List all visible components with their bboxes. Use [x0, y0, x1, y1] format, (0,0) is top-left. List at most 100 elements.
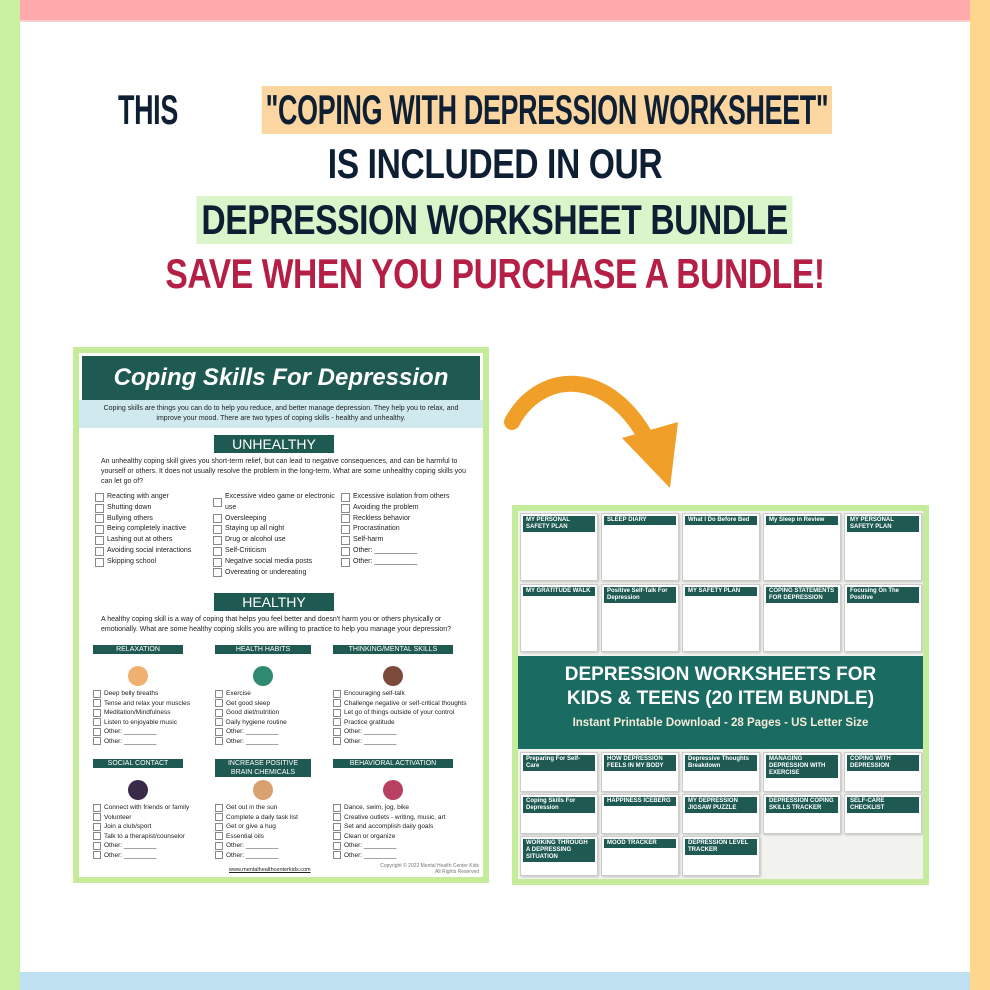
checkbox-label[interactable]: Deep belly breaths: [104, 690, 159, 697]
checkbox-item[interactable]: Avoiding social interactions: [95, 546, 210, 557]
checkbox-label[interactable]: Practice gratitude: [344, 718, 395, 726]
checkbox-item[interactable]: Get or give a hug: [215, 822, 329, 832]
checkbox[interactable]: [93, 718, 101, 727]
checkbox[interactable]: [95, 503, 104, 513]
checkbox-item[interactable]: Self-harm: [341, 535, 471, 546]
checkbox-label[interactable]: Encouraging self-talk: [344, 690, 405, 697]
checkbox[interactable]: [93, 727, 101, 736]
checkbox-item[interactable]: Other: _________: [93, 841, 211, 851]
checkbox-item[interactable]: Daily hygiene routine: [215, 718, 329, 728]
checkbox-label[interactable]: Oversleeping: [225, 514, 267, 522]
checkbox[interactable]: [95, 536, 104, 546]
checkbox-item[interactable]: Meditation/Mindfulness: [93, 708, 211, 718]
checkbox-item[interactable]: Other: _________: [93, 737, 211, 747]
checkbox-label[interactable]: Dance, swim, jog, bike: [344, 804, 410, 811]
checkbox-label[interactable]: Bullying others: [107, 514, 153, 522]
checkbox-label[interactable]: Skipping school: [107, 557, 157, 565]
checkbox-item[interactable]: Other: _________: [93, 727, 211, 737]
checkbox[interactable]: [93, 832, 101, 841]
checkbox-label[interactable]: Good diet/nutrition: [226, 709, 280, 716]
checkbox[interactable]: [333, 832, 341, 841]
checkbox-item[interactable]: Excessive video game or electronic use: [213, 492, 338, 514]
checkbox-item[interactable]: Join a club/sport: [93, 822, 211, 832]
checkbox-label[interactable]: Self-harm: [353, 536, 384, 544]
checkbox[interactable]: [333, 822, 341, 831]
checkbox-label[interactable]: Clean or organize: [344, 832, 396, 840]
checkbox-label[interactable]: Avoiding the problem: [353, 503, 419, 511]
checkbox-item[interactable]: Let go of things outside of your control: [333, 708, 479, 718]
checkbox-item[interactable]: Reacting with anger: [95, 492, 210, 503]
checkbox-label[interactable]: Connect with friends or family: [104, 804, 190, 811]
checkbox-item[interactable]: Lashing out at others: [95, 535, 210, 546]
checkbox[interactable]: [333, 699, 341, 708]
checkbox-label[interactable]: Other: _________: [226, 851, 279, 859]
checkbox-label[interactable]: Complete a daily task list: [226, 813, 298, 821]
checkbox-item[interactable]: Negative social media posts: [213, 557, 338, 568]
checkbox[interactable]: [215, 832, 223, 841]
checkbox[interactable]: [333, 708, 341, 717]
checkbox[interactable]: [213, 498, 222, 508]
checkbox[interactable]: [215, 737, 223, 746]
checkbox[interactable]: [341, 492, 350, 502]
checkbox-label[interactable]: Self-Criticism: [225, 546, 267, 554]
checkbox-item[interactable]: Other: _________: [333, 727, 479, 737]
checkbox-item[interactable]: Other: _________: [215, 851, 329, 861]
checkbox-item[interactable]: Get good sleep: [215, 699, 329, 709]
checkbox-label[interactable]: Creative outlets - writing, music, art: [344, 813, 446, 821]
checkbox-item[interactable]: Drug or alcohol use: [213, 535, 338, 546]
checkbox-label[interactable]: Other: _________: [104, 737, 157, 745]
website-link[interactable]: www.mentalhealthcenterkids.com: [229, 867, 311, 873]
checkbox-label[interactable]: Shutting down: [107, 503, 152, 511]
checkbox[interactable]: [93, 851, 101, 860]
checkbox-item[interactable]: Procrastination: [341, 524, 471, 535]
checkbox[interactable]: [213, 546, 222, 556]
checkbox-item[interactable]: Talk to a therapist/counselor: [93, 832, 211, 842]
checkbox[interactable]: [93, 822, 101, 831]
checkbox-label[interactable]: Other: _________: [104, 728, 157, 735]
checkbox-label[interactable]: Other: ___________: [353, 557, 418, 565]
checkbox-label[interactable]: Other: _________: [344, 851, 397, 859]
checkbox[interactable]: [333, 737, 341, 746]
checkbox-item[interactable]: Other: _________: [333, 851, 479, 861]
checkbox[interactable]: [333, 803, 341, 812]
checkbox[interactable]: [93, 699, 101, 708]
checkbox[interactable]: [213, 525, 222, 535]
checkbox-label[interactable]: Exercise: [226, 690, 251, 697]
checkbox-label[interactable]: Other: _________: [226, 737, 279, 745]
checkbox-label[interactable]: Reckless behavior: [353, 514, 411, 522]
checkbox[interactable]: [215, 822, 223, 831]
checkbox-label[interactable]: Overeating or undereating: [225, 568, 307, 576]
checkbox-label[interactable]: Lashing out at others: [107, 536, 173, 544]
checkbox[interactable]: [95, 525, 104, 535]
checkbox[interactable]: [213, 536, 222, 546]
checkbox-label[interactable]: Other: _________: [104, 842, 157, 849]
checkbox-label[interactable]: Avoiding social interactions: [107, 546, 192, 554]
checkbox[interactable]: [95, 514, 104, 524]
checkbox-label[interactable]: Essential oils: [226, 832, 264, 840]
checkbox-label[interactable]: Reacting with anger: [107, 493, 169, 500]
checkbox-label[interactable]: Other: ___________: [353, 546, 418, 554]
checkbox[interactable]: [341, 514, 350, 524]
checkbox-item[interactable]: Other: _________: [93, 851, 211, 861]
checkbox-label[interactable]: Other: _________: [104, 851, 157, 859]
checkbox-item[interactable]: Essential oils: [215, 832, 329, 842]
checkbox-item[interactable]: Other: _________: [333, 841, 479, 851]
checkbox[interactable]: [341, 536, 350, 546]
checkbox[interactable]: [93, 689, 101, 698]
checkbox[interactable]: [215, 708, 223, 717]
checkbox-item[interactable]: Deep belly breaths: [93, 689, 211, 699]
checkbox-label[interactable]: Other: _________: [344, 737, 397, 745]
checkbox[interactable]: [333, 813, 341, 822]
checkbox[interactable]: [93, 803, 101, 812]
checkbox-label[interactable]: Get out in the sun: [226, 804, 278, 811]
checkbox-item[interactable]: Exercise: [215, 689, 329, 699]
checkbox-item[interactable]: Other: ___________: [341, 546, 471, 557]
checkbox-label[interactable]: Other: _________: [226, 728, 279, 735]
checkbox-label[interactable]: Talk to a therapist/counselor: [104, 832, 185, 840]
checkbox[interactable]: [93, 813, 101, 822]
checkbox-label[interactable]: Excessive video game or electronic use: [225, 493, 335, 511]
checkbox-label[interactable]: Meditation/Mindfulness: [104, 709, 171, 716]
checkbox-item[interactable]: Excessive isolation from others: [341, 492, 471, 503]
checkbox-item[interactable]: Other: ___________: [341, 557, 471, 568]
checkbox[interactable]: [215, 727, 223, 736]
